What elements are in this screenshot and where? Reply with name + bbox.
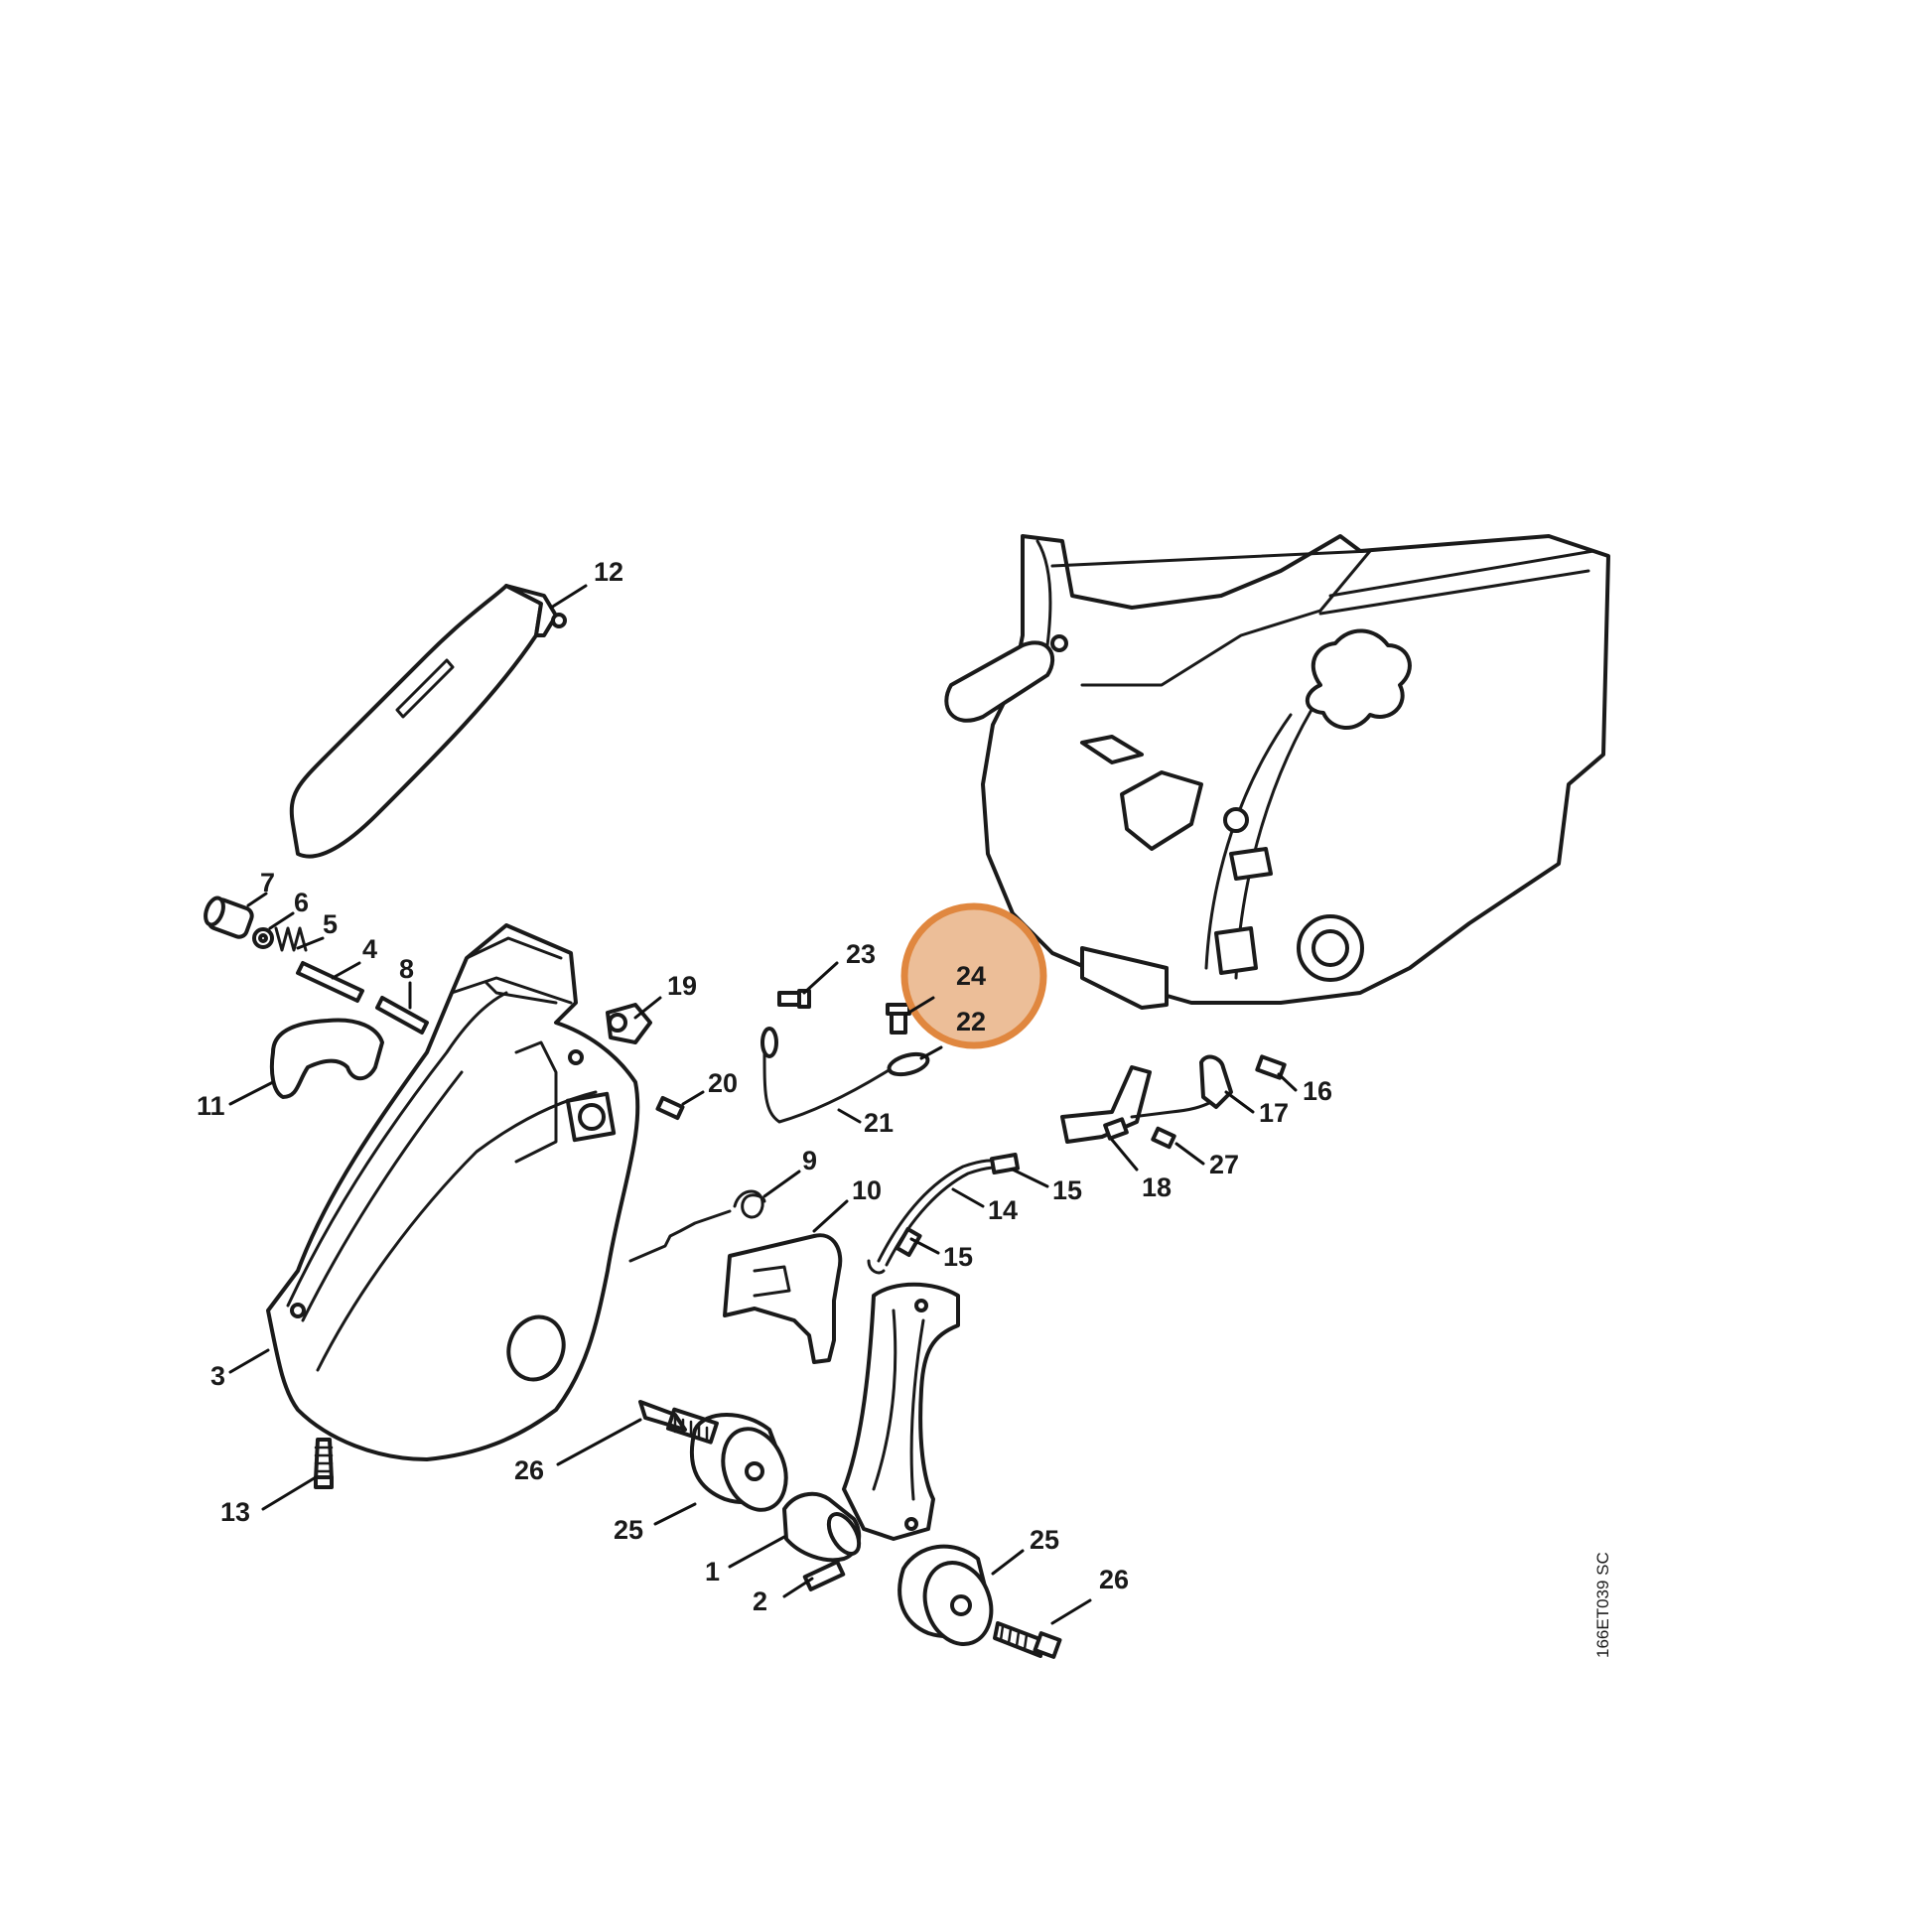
callout-7: 7 xyxy=(260,868,275,897)
callout-17: 17 xyxy=(1259,1098,1289,1128)
spring-part-9 xyxy=(628,1189,766,1263)
callout-22: 22 xyxy=(956,1007,986,1036)
screw-part-16 xyxy=(1255,1054,1287,1080)
callout-18: 18 xyxy=(1142,1173,1172,1202)
callout-25-left: 25 xyxy=(614,1515,643,1545)
callout-10: 10 xyxy=(852,1175,882,1205)
screw-part-23 xyxy=(777,991,801,1007)
engine-housing xyxy=(944,534,1610,1010)
support-bracket-part-1 xyxy=(782,1282,960,1563)
callout-2: 2 xyxy=(753,1587,767,1616)
callout-19: 19 xyxy=(667,971,697,1001)
screw-part-13 xyxy=(314,1438,334,1481)
callout-13: 13 xyxy=(220,1497,250,1527)
callout-8: 8 xyxy=(399,954,414,984)
throttle-rod-assembly xyxy=(867,1054,1287,1275)
callout-3: 3 xyxy=(210,1361,225,1391)
pin-part-4 xyxy=(296,961,364,1003)
lever-part-17 xyxy=(1199,1054,1233,1109)
pin-part-8 xyxy=(375,996,429,1035)
stud-part-26-left xyxy=(638,1400,719,1445)
callout-11: 11 xyxy=(197,1091,225,1121)
callout-16: 16 xyxy=(1303,1076,1332,1106)
screw-part-27 xyxy=(1151,1126,1176,1150)
callout-26-right: 26 xyxy=(1099,1565,1129,1594)
callout-27: 27 xyxy=(1209,1150,1239,1179)
callout-26-left: 26 xyxy=(514,1455,544,1485)
fasteners xyxy=(314,989,911,1591)
callout-24: 24 xyxy=(956,961,986,991)
rear-handle-housing-part-3 xyxy=(266,923,640,1461)
bracket-part-18 xyxy=(1060,1065,1152,1144)
screw-part-20 xyxy=(655,1095,685,1121)
throttle-lever-part-10 xyxy=(723,1233,843,1364)
pin-and-spring-group xyxy=(204,896,429,1035)
callout-14: 14 xyxy=(988,1195,1018,1225)
callout-5: 5 xyxy=(323,909,338,939)
callout-15-upper: 15 xyxy=(1052,1175,1082,1205)
callout-labels: 12 7 6 5 4 8 19 23 24 22 11 20 21 16 17 … xyxy=(197,557,1332,1616)
callout-9: 9 xyxy=(802,1146,817,1175)
drawing-reference-code: 166ET039 SC xyxy=(1593,1552,1612,1658)
highlight-marker xyxy=(900,902,1047,1049)
handle-bar-part-12 xyxy=(289,584,567,859)
callout-6: 6 xyxy=(294,888,309,917)
buffer-part-25-right xyxy=(897,1544,994,1646)
lever-part-11 xyxy=(269,1018,384,1099)
callout-12: 12 xyxy=(594,557,623,587)
ground-wire-part-21 xyxy=(760,1027,930,1124)
callout-4: 4 xyxy=(362,934,377,964)
callout-20: 20 xyxy=(708,1068,738,1098)
stud-part-26-right xyxy=(993,1621,1062,1659)
buffer-part-25-left xyxy=(689,1413,788,1512)
spring-part-5 xyxy=(274,926,308,952)
callout-23: 23 xyxy=(846,939,876,969)
screw-part-2 xyxy=(802,1560,846,1591)
leader-lines xyxy=(228,584,1298,1625)
callout-15-lower: 15 xyxy=(943,1242,973,1272)
callout-1: 1 xyxy=(705,1557,720,1587)
callout-21: 21 xyxy=(864,1108,894,1138)
callout-25-right: 25 xyxy=(1030,1525,1059,1555)
